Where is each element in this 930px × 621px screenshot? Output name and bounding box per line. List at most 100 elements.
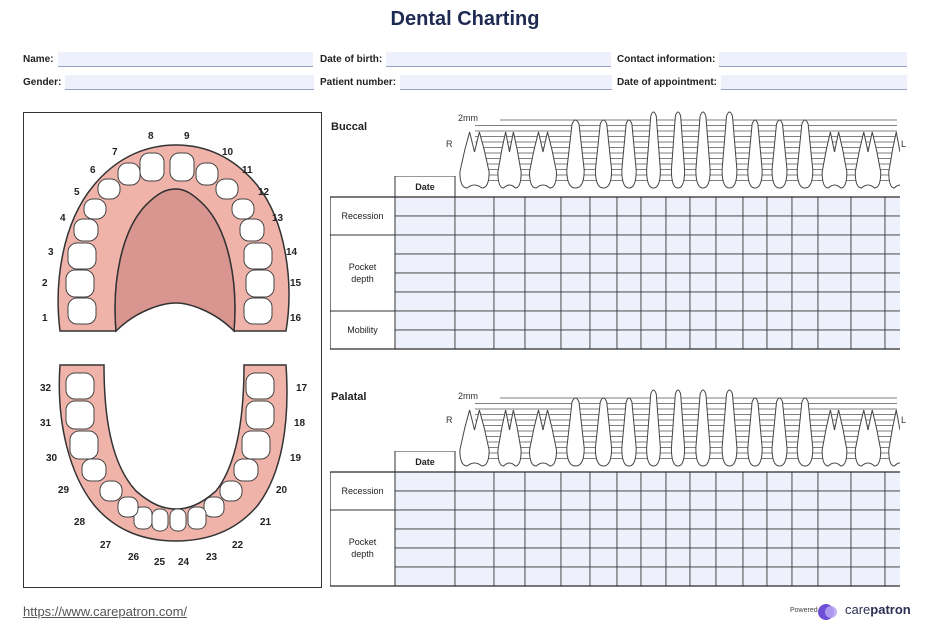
brand-name: carepatron: [845, 602, 911, 617]
buccal-date-cell: [394, 329, 456, 350]
buccal-cell: [742, 234, 768, 255]
name-row: Name:: [23, 52, 313, 67]
palatal-date-cell: [394, 566, 456, 587]
buccal-cell: [640, 310, 667, 331]
palatal-cell: [616, 471, 642, 492]
buccal-tooth: [566, 119, 585, 189]
palatal-cell: [715, 528, 744, 549]
buccal-cell: [689, 272, 717, 293]
tooth-number-18: 18: [294, 418, 306, 429]
palatal-teeth-chart: [459, 389, 900, 467]
palatal-cell: [766, 547, 793, 568]
buccal-cell: [454, 253, 495, 274]
buccal-cell: [524, 215, 562, 236]
buccal-tooth: [854, 131, 882, 189]
buccal-cell: [817, 234, 852, 255]
palatal-cell: [791, 528, 819, 549]
buccal-cell: [665, 196, 691, 217]
tooth-28: [99, 480, 123, 502]
buccal-tooth: [646, 111, 661, 189]
buccal-cell: [665, 215, 691, 236]
palate: [114, 188, 236, 333]
buccal-tooth: [888, 131, 900, 189]
buccal-cell: [742, 196, 768, 217]
buccal-cell: [493, 215, 526, 236]
buccal-cell: [524, 234, 562, 255]
buccal-cell: [791, 215, 819, 236]
buccal-tooth: [821, 131, 848, 189]
tooth-number-20: 20: [276, 485, 288, 496]
palatal-cell: [616, 490, 642, 511]
buccal-cell: [589, 310, 618, 331]
palatal-date-cell: [394, 490, 456, 511]
buccal-cell: [493, 310, 526, 331]
buccal-cell: [616, 291, 642, 312]
buccal-cell: [742, 272, 768, 293]
buccal-right: R: [446, 139, 453, 149]
contact-field[interactable]: [719, 52, 908, 67]
buccal-tooth: [721, 111, 738, 189]
palatal-cell: [493, 547, 526, 568]
tooth-number-26: 26: [128, 552, 140, 563]
patient-number-label: Patient number:: [320, 77, 397, 88]
tooth-number-8: 8: [148, 131, 154, 142]
tooth-23: [187, 506, 207, 530]
buccal-cell: [884, 329, 900, 350]
tooth-30: [69, 430, 99, 460]
palatal-tooth: [528, 409, 558, 467]
tooth-number-19: 19: [290, 453, 302, 464]
palatal-date-cell: [394, 528, 456, 549]
buccal-cell: [766, 234, 793, 255]
palatal-cell: [817, 566, 852, 587]
upper-teeth: [65, 152, 275, 325]
buccal-cell: [791, 253, 819, 274]
buccal-cell: [850, 329, 886, 350]
palatal-row-label-cell: [330, 509, 396, 587]
footer-url[interactable]: https://www.carepatron.com/: [23, 604, 188, 619]
buccal-cell: [589, 234, 618, 255]
buccal-teeth-chart: [459, 111, 900, 189]
tooth-21: [219, 480, 243, 502]
tooth-number-27: 27: [100, 540, 112, 551]
buccal-row-label-cell: [330, 310, 396, 350]
buccal-cell: [454, 215, 495, 236]
tooth-number-17: 17: [296, 383, 308, 394]
buccal-date-cell: [394, 310, 456, 331]
tooth-27: [117, 496, 139, 518]
palatal-cell: [850, 490, 886, 511]
dob-field[interactable]: [386, 52, 612, 67]
palatal-cell: [640, 490, 667, 511]
patient-number-field[interactable]: [400, 75, 613, 90]
palatal-cell: [493, 566, 526, 587]
tooth-number-28: 28: [74, 517, 86, 528]
palatal-cell: [884, 566, 900, 587]
buccal-cell: [715, 272, 744, 293]
tooth-26: [133, 506, 153, 530]
buccal-cell: [884, 291, 900, 312]
buccal-cell: [616, 253, 642, 274]
buccal-cell: [454, 329, 495, 350]
buccal-cell: [817, 215, 852, 236]
buccal-cell: [616, 329, 642, 350]
appointment-field[interactable]: [721, 75, 907, 90]
buccal-cell: [850, 291, 886, 312]
palatal-cell: [715, 471, 744, 492]
gender-field[interactable]: [65, 75, 315, 90]
palatal-cell: [665, 471, 691, 492]
buccal-cell: [560, 196, 591, 217]
buccal-cell: [524, 291, 562, 312]
buccal-cell: [766, 329, 793, 350]
palatal-left: L: [901, 415, 907, 425]
palatal-tooth: [854, 409, 882, 467]
palatal-cell: [493, 471, 526, 492]
buccal-date-cell: [394, 291, 456, 312]
palatal-tooth: [888, 409, 900, 467]
buccal-tooth: [459, 131, 490, 189]
name-field[interactable]: [57, 52, 313, 67]
buccal-cell: [524, 310, 562, 331]
buccal-cell: [589, 196, 618, 217]
buccal-cell: [791, 196, 819, 217]
palatal-cell: [665, 566, 691, 587]
buccal-cell: [817, 310, 852, 331]
